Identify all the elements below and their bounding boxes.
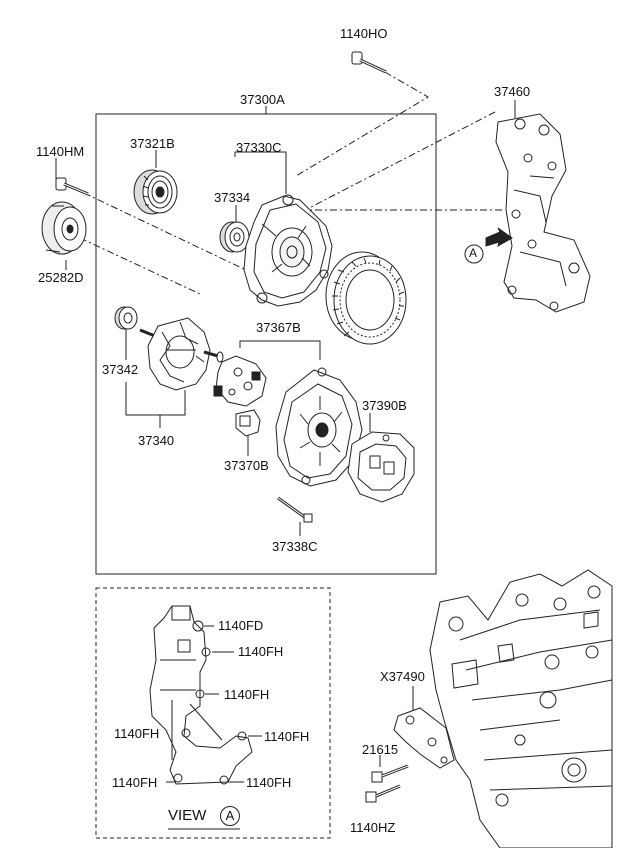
leader-lines — [55, 100, 516, 783]
view-a-title: VIEW — [168, 807, 207, 824]
regulator-drawing — [235, 409, 261, 437]
label-view-a-bolt-1140fh: 1140FH — [246, 775, 292, 790]
label-view-a-bolt-1140fh: 1140FH — [112, 775, 158, 790]
label-regulator-37370b: 37370B — [224, 458, 269, 473]
label-stud-21615: 21615 — [362, 742, 399, 757]
view-a-bracket-drawing — [149, 605, 253, 785]
label-view-a-bolt-1140fh: 1140FH — [224, 687, 270, 702]
rectifier-drawing — [213, 355, 267, 407]
label-bracket-37460: 37460 — [494, 84, 531, 99]
bracket-37460-drawing — [485, 113, 591, 313]
stud-drawing — [371, 764, 409, 783]
label-bolt-1140ho: 1140HO — [340, 26, 388, 41]
pulley-37321b-drawing — [133, 169, 178, 215]
label-rear-cover-37390b: 37390B — [362, 398, 407, 413]
label-through-bolt-37338c: 37338C — [272, 539, 318, 554]
label-engine-bracket-x37490: X37490 — [380, 669, 425, 684]
label-pulley-37321b: 37321B — [130, 136, 175, 151]
view-a-marker-circle — [464, 244, 484, 264]
engine-bracket-drawing — [393, 707, 455, 769]
bolt-1140ho-drawing — [351, 51, 387, 74]
label-view-a-bolt-1140fd: 1140FD — [218, 618, 264, 633]
stator-drawing — [325, 251, 407, 345]
label-view-a-bolt-1140fh: 1140FH — [264, 729, 310, 744]
rotor-37340-drawing — [114, 306, 224, 391]
label-view-a-bolt-1140fh: 1140FH — [238, 644, 284, 659]
view-a-circle-label: A — [220, 806, 240, 826]
rear-housing-drawing — [275, 367, 363, 487]
label-rectifier-37367b: 37367B — [256, 320, 301, 335]
label-circle-a: A — [469, 246, 478, 260]
label-bearing-37334: 37334 — [214, 190, 251, 205]
bolt-1140hm-drawing — [55, 177, 89, 196]
engine-block-drawing — [429, 569, 613, 848]
label-tensioner-25282d: 25282D — [38, 270, 84, 285]
label-bolt-1140hz: 1140HZ — [350, 820, 396, 835]
label-rotor-37340: 37340 — [138, 433, 175, 448]
tensioner-pulley-drawing — [41, 201, 87, 255]
front-housing-drawing — [243, 194, 333, 307]
rear-cover-drawing — [347, 431, 415, 503]
label-bearing-37342: 37342 — [102, 362, 139, 377]
view-a-frame — [95, 587, 331, 839]
label-stator-37330c: 37330C — [236, 140, 282, 155]
label-assembly-37300a: 37300A — [240, 92, 285, 107]
label-view-a-bolt-1140fh: 1140FH — [114, 726, 160, 741]
bolt-1140hz-drawing — [365, 784, 401, 803]
bearing-37334-drawing — [219, 221, 250, 253]
label-bolt-1140hm: 1140HM — [36, 144, 85, 159]
through-bolt-drawing — [277, 496, 313, 523]
